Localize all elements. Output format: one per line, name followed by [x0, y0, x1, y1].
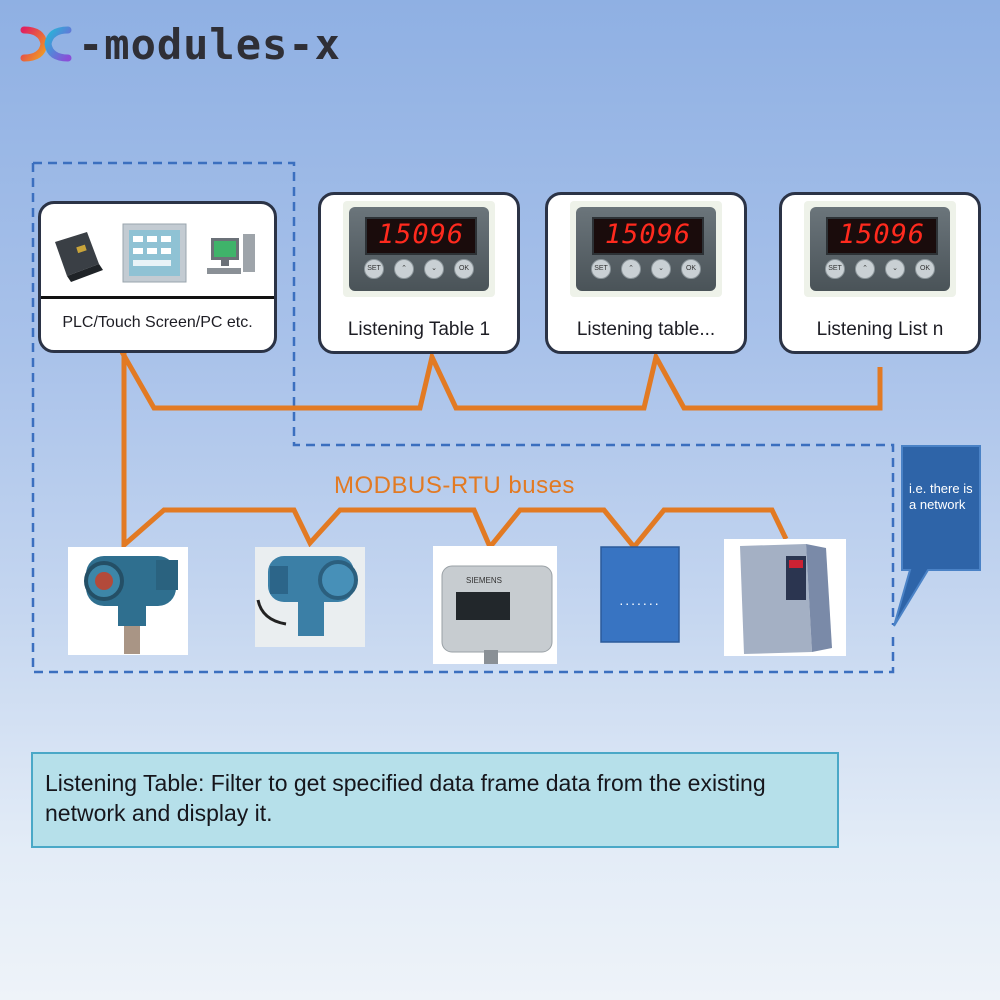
modbus-bus-line	[121, 352, 789, 552]
meter-down-button: ⌄	[424, 259, 444, 279]
generic-device-text: .......	[619, 592, 661, 608]
network-callout	[893, 445, 981, 627]
listening-table-label-1: Listening Table 1	[347, 319, 491, 340]
meter-down-button: ⌄	[651, 259, 671, 279]
touch-screen-icon	[122, 223, 187, 283]
siemens-sensor-icon	[433, 546, 557, 664]
meter-ok-button: OK	[681, 259, 701, 279]
listening-table-card-2: 15096 SET ⌃ ⌄ OK Listening table...	[545, 192, 747, 354]
master-label: PLC/Touch Screen/PC etc.	[62, 314, 253, 331]
siemens-brand-text: SIEMENS	[466, 576, 502, 585]
info-box: Listening Table: Filter to get specified…	[31, 752, 839, 848]
pressure-transmitter-icon	[255, 547, 365, 647]
brand: -modules-x	[20, 18, 341, 70]
listening-table-label-2: Listening table...	[576, 319, 716, 340]
meter-set-button: SET	[825, 259, 845, 279]
network-boundary-top	[33, 161, 895, 625]
network-boundary-bottom	[31, 163, 895, 674]
master-device-card: PLC/Touch Screen/PC etc.	[38, 201, 277, 353]
modbus-bus-label: MODBUS-RTU buses	[334, 472, 575, 499]
meter-up-button: ⌃	[621, 259, 641, 279]
meter-ok-button: OK	[915, 259, 935, 279]
pc-icon	[207, 234, 255, 274]
meter-display: 15096	[365, 217, 477, 255]
brand-name: -modules-x	[78, 19, 341, 69]
meter-set-button: SET	[591, 259, 611, 279]
meter-up-button: ⌃	[394, 259, 414, 279]
meter-down-button: ⌄	[885, 259, 905, 279]
digital-meter-icon: 15096 SET ⌃ ⌄ OK	[570, 201, 722, 297]
meter-set-button: SET	[364, 259, 384, 279]
x-logo-icon	[20, 26, 72, 62]
listening-table-card-1: 15096 SET ⌃ ⌄ OK Listening Table 1	[318, 192, 520, 354]
listening-table-card-n: 15096 SET ⌃ ⌄ OK Listening List n	[779, 192, 981, 354]
generic-device-icon	[600, 546, 680, 643]
info-text: Listening Table: Filter to get specified…	[45, 770, 766, 826]
listening-bus-line	[119, 349, 883, 411]
digital-meter-icon: 15096 SET ⌃ ⌄ OK	[343, 201, 495, 297]
master-card-divider	[41, 296, 274, 299]
meter-up-button: ⌃	[855, 259, 875, 279]
listening-table-label-n: Listening List n	[816, 319, 944, 340]
meter-display: 15096	[592, 217, 704, 255]
meter-display: 15096	[826, 217, 938, 255]
meter-ok-button: OK	[454, 259, 474, 279]
digital-meter-icon: 15096 SET ⌃ ⌄ OK	[804, 201, 956, 297]
callout-text: i.e. there is a network	[909, 481, 973, 512]
plc-icon	[55, 232, 103, 282]
master-device-icons	[55, 223, 255, 283]
pressure-transmitter-icon	[68, 547, 188, 655]
inverter-icon	[724, 539, 846, 656]
